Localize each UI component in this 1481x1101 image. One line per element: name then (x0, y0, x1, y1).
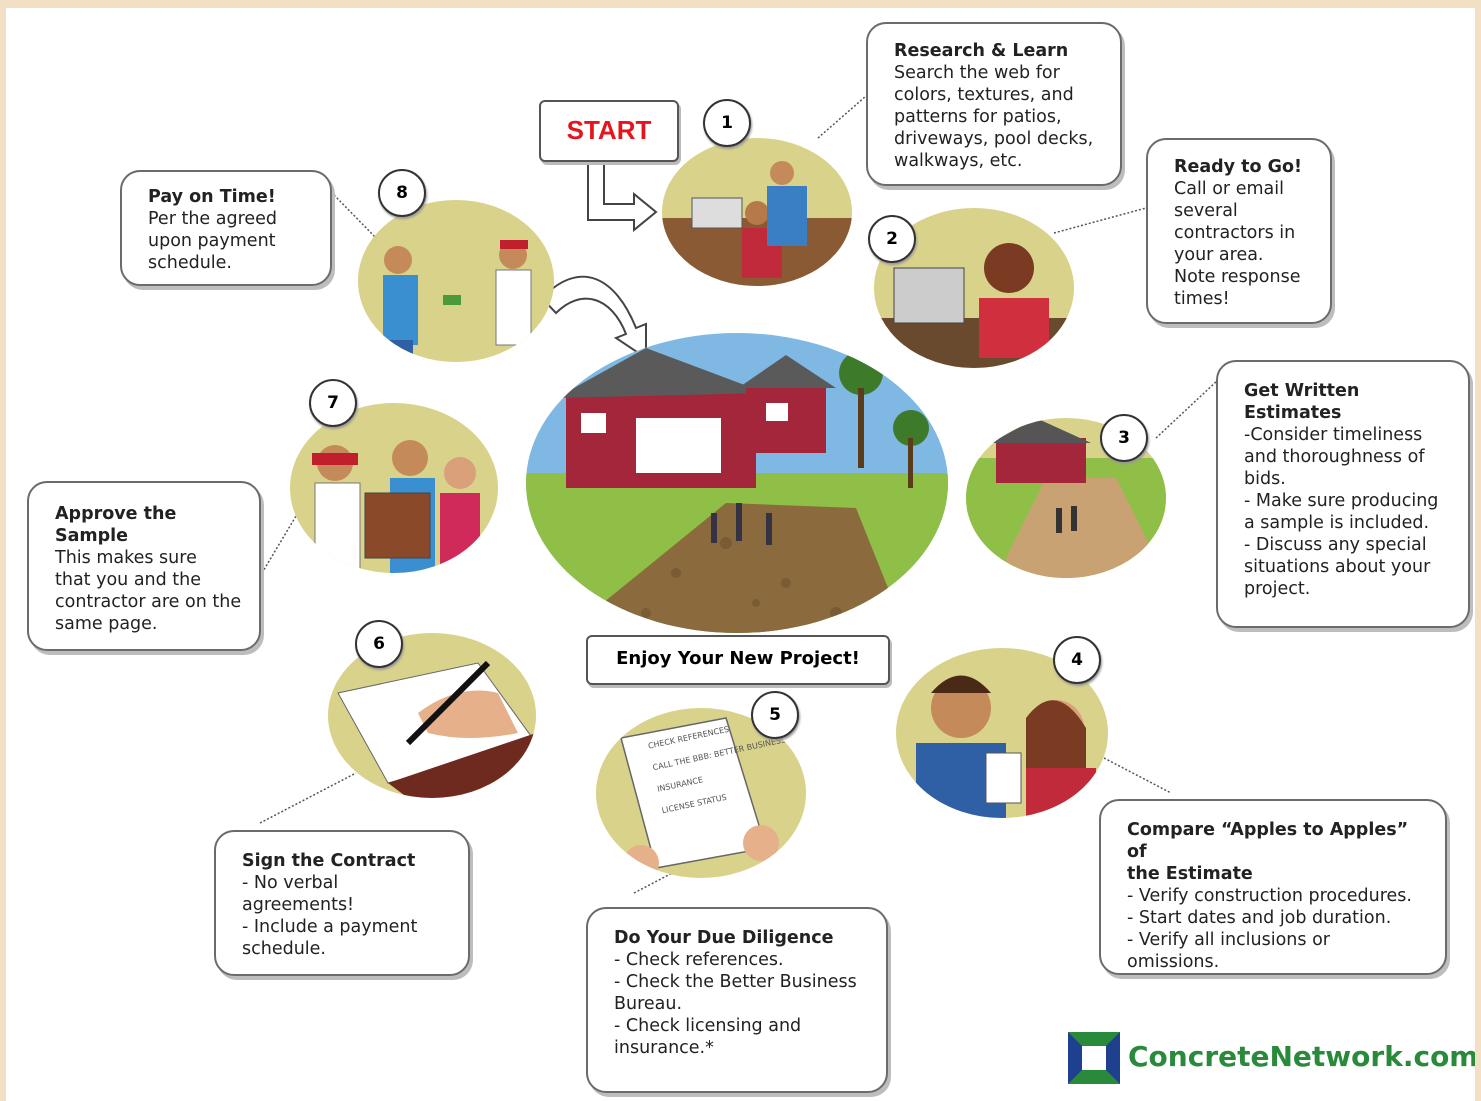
step-1-illustration (662, 138, 852, 286)
step-4-number: 4 (1053, 636, 1101, 684)
step-8-callout: Pay on Time! Per the agreed upon payment… (120, 170, 332, 286)
step-1-line: walkways, etc. (894, 151, 1023, 171)
step-3-title: Get Written (1244, 381, 1360, 401)
step-2-callout: Ready to Go! Call or email several contr… (1146, 138, 1332, 324)
step-3-line: a sample is included. (1244, 513, 1430, 533)
step-6-title: Sign the Contract (242, 851, 416, 871)
step-4-line: - Verify all inclusions or (1127, 930, 1330, 950)
step-3-line: - Discuss any special (1244, 535, 1427, 555)
step-5-line: - Check licensing and (614, 1016, 802, 1036)
step-1-callout: Research & Learn Search the web for colo… (866, 22, 1122, 186)
step-5-number: 5 (751, 691, 799, 739)
step-2-line: Call or email (1174, 179, 1284, 199)
step-3-line: - Make sure producing (1244, 491, 1439, 511)
step-3-title: Estimates (1244, 403, 1342, 423)
connectors-layer (259, 95, 1219, 894)
step-4-line: omissions. (1127, 952, 1220, 972)
step-1-line: driveways, pool decks, (894, 129, 1094, 149)
logo-mark-icon (1068, 1032, 1120, 1084)
step-8-number: 8 (378, 169, 426, 217)
connector-8 (333, 194, 379, 241)
step-5-callout: Do Your Due Diligence - Check references… (586, 907, 888, 1093)
diagram-canvas: CHECK REFERENCES CALL THE BBB: BETTER BU… (6, 8, 1475, 1101)
step-8-illustration (358, 200, 554, 362)
step-6-number: 6 (355, 620, 403, 668)
step-7-line: contractor are on the (55, 592, 242, 612)
step-5-title: Do Your Due Diligence (614, 928, 834, 948)
step-6-line: agreements! (242, 895, 355, 915)
step-3-line: -Consider timeliness (1244, 425, 1423, 445)
step-3-line: situations about your (1244, 557, 1431, 577)
step-7-line: that you and the (55, 570, 202, 590)
step-6-callout: Sign the Contract - No verbal agreements… (214, 830, 470, 976)
step-7-number: 7 (309, 379, 357, 427)
step-4-callout: Compare “Apples to Apples” of the Estima… (1099, 799, 1447, 975)
step-3-line: project. (1244, 579, 1311, 599)
step-2-title: Ready to Go! (1174, 157, 1303, 177)
step-3-number: 3 (1100, 414, 1148, 462)
step-3-callout: Get Written Estimates -Consider timeline… (1216, 360, 1470, 628)
step-1-number: 1 (703, 99, 751, 147)
step-8-line: Per the agreed (148, 209, 278, 229)
step-5-line: Bureau. (614, 994, 683, 1014)
logo-text: ConcreteNetwork.com (1128, 1040, 1475, 1073)
step-4-title: the Estimate (1127, 864, 1253, 884)
step-3-line: bids. (1244, 469, 1286, 489)
step-2-line: times! (1174, 289, 1230, 309)
step-8-line: upon payment (148, 231, 276, 251)
step-7-illustration (290, 403, 498, 573)
step-2-line: Note response (1174, 267, 1301, 287)
step-1-line: colors, textures, and (894, 85, 1074, 105)
step-5-line: - Check the Better Business (614, 972, 857, 992)
step-8-line: schedule. (148, 253, 232, 273)
step-6-line: - Include a payment (242, 917, 418, 937)
step-7-callout: Approve the Sample This makes sure that … (27, 481, 261, 651)
step-4-line: - Verify construction procedures. (1127, 886, 1412, 906)
concretenetwork-logo: ConcreteNetwork.com (1066, 1030, 1475, 1090)
step-2-line: several (1174, 201, 1238, 221)
step-1-line: patterns for patios, (894, 107, 1062, 127)
step-2-number: 2 (868, 215, 916, 263)
start-label: START (539, 100, 679, 162)
curved-arrow (540, 275, 647, 360)
connector-1 (817, 95, 867, 139)
step-6-line: schedule. (242, 939, 326, 959)
step-5-line: insurance.* (614, 1038, 714, 1058)
step-7-title: Approve the (55, 504, 177, 524)
step-2-line: contractors in (1174, 223, 1296, 243)
step-7-line: same page. (55, 614, 158, 634)
step-7-title: Sample (55, 526, 129, 546)
step-1-title: Research & Learn (894, 41, 1069, 61)
enjoy-label: Enjoy Your New Project! (586, 635, 890, 685)
step-7-line: This makes sure (55, 548, 197, 568)
center-house-illustration (526, 333, 948, 633)
step-2-line: your area. (1174, 245, 1264, 265)
step-1-line: Search the web for (894, 63, 1060, 83)
step-5-line: - Check references. (614, 950, 784, 970)
step-6-line: - No verbal (242, 873, 339, 893)
connector-4 (1103, 757, 1172, 794)
step-4-title: Compare “Apples to Apples” of (1127, 820, 1409, 862)
step-4-line: - Start dates and job duration. (1127, 908, 1392, 928)
start-arrow (587, 161, 658, 233)
step-3-line: and thoroughness of (1244, 447, 1425, 467)
step-8-title: Pay on Time! (148, 187, 276, 207)
